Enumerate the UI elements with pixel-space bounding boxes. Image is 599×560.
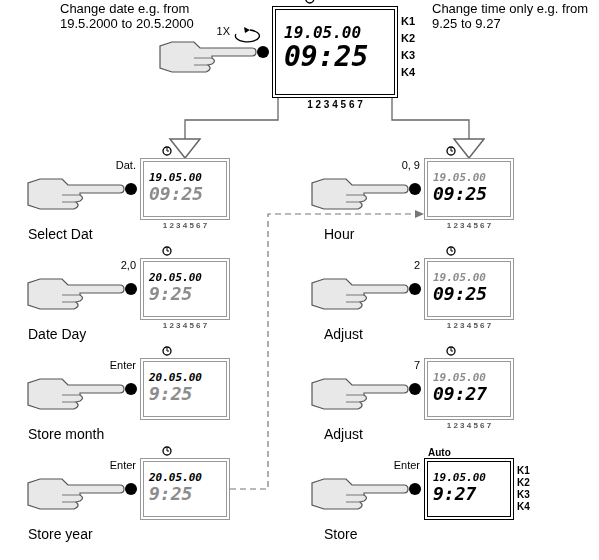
lcd-time: 09:25 xyxy=(149,184,221,204)
mode-label: Auto xyxy=(428,447,451,458)
lcd-time: 9:25 xyxy=(149,284,221,304)
button-label: Enter xyxy=(360,459,420,472)
clock-icon xyxy=(163,347,171,355)
step-caption: Adjust xyxy=(324,326,434,342)
pointing-hand xyxy=(312,479,421,509)
clock-icon xyxy=(447,347,455,355)
step-caption: Store xyxy=(324,526,434,542)
button-label: Enter xyxy=(76,459,136,472)
lcd-date: 20.05.00 xyxy=(149,372,221,384)
pointing-hand xyxy=(28,479,137,509)
lcd-display: 19.05.0009:251 2 3 4 5 6 7 xyxy=(424,158,514,220)
clock-hand xyxy=(451,248,453,251)
lcd-date: 19.05.00 xyxy=(433,172,505,184)
weekday-row: 1 2 3 4 5 6 7 xyxy=(436,422,502,430)
channel-label: K4 xyxy=(517,502,530,512)
lcd-display: 20.05.009:25 xyxy=(140,358,230,420)
rotate-arrowhead xyxy=(244,27,250,33)
push-button xyxy=(125,183,137,195)
lcd-time: 9:25 xyxy=(149,484,221,504)
channel-label: K2 xyxy=(517,478,530,488)
clock-hand xyxy=(167,148,169,151)
lcd-date: 19.05.00 xyxy=(433,472,505,484)
step-caption: Store month xyxy=(28,426,138,442)
example-note: Change date e.g. from 19.5.2000 to 20.5.… xyxy=(60,2,220,32)
pointing-hand xyxy=(28,179,137,209)
step-caption: Select Dat xyxy=(28,226,138,242)
pointing-hand xyxy=(312,279,421,309)
clock-icon xyxy=(447,247,455,255)
weekday-row: 1 2 3 4 5 6 7 xyxy=(152,322,218,330)
step-caption: Hour xyxy=(324,226,434,242)
button-label: 2,0 xyxy=(76,259,136,272)
lcd-display: 20.05.009:251 2 3 4 5 6 7 xyxy=(140,258,230,320)
clock-icon xyxy=(163,147,171,155)
pointing-hand xyxy=(312,179,421,209)
lcd-date: 19.05.00 xyxy=(149,172,221,184)
push-button xyxy=(409,183,421,195)
push-button xyxy=(409,283,421,295)
channel-label: K1 xyxy=(517,466,530,476)
clock-hand xyxy=(167,348,169,351)
branch-arrow xyxy=(392,98,469,158)
push-button xyxy=(125,483,137,495)
channel-label: K1 xyxy=(401,16,415,27)
lcd-time: 9:27 xyxy=(433,484,505,504)
continue-arrow xyxy=(230,214,424,489)
button-label: 0, 9 xyxy=(360,159,420,172)
weekday-row: 1 2 3 4 5 6 7 xyxy=(436,322,502,330)
rotate-symbol xyxy=(235,30,259,42)
lcd-display: Auto19.05.009:27K1K2K3K4 xyxy=(424,458,514,520)
lcd-display: 19.05.0009:25K1K2K3K41 2 3 4 5 6 7 xyxy=(272,6,398,98)
button-label: 1X xyxy=(200,25,230,38)
lcd-date: 19.05.00 xyxy=(284,24,386,42)
step-caption: Store year xyxy=(28,526,138,542)
clock-icon xyxy=(306,0,314,3)
lcd-display: 19.05.0009:251 2 3 4 5 6 7 xyxy=(424,258,514,320)
button-label: Dat. xyxy=(76,159,136,172)
weekday-row: 1 2 3 4 5 6 7 xyxy=(152,222,218,230)
clock-icon xyxy=(163,247,171,255)
pointing-hand xyxy=(312,379,421,409)
clock-hand xyxy=(451,348,453,351)
step-caption: Date Day xyxy=(28,326,138,342)
lcd-date: 20.05.00 xyxy=(149,472,221,484)
weekday-row: 1 2 3 4 5 6 7 xyxy=(284,100,386,110)
example-note: Change time only e.g. from 9.25 to 9.27 xyxy=(432,2,592,32)
lcd-date: 19.05.00 xyxy=(433,272,505,284)
lcd-display: 19.05.0009:271 2 3 4 5 6 7 xyxy=(424,358,514,420)
lcd-time: 09:25 xyxy=(433,284,505,304)
push-button xyxy=(409,383,421,395)
button-label: Enter xyxy=(76,359,136,372)
channel-label: K3 xyxy=(517,490,530,500)
push-button xyxy=(125,283,137,295)
lcd-time: 09:25 xyxy=(284,42,386,73)
channel-label: K4 xyxy=(401,67,415,78)
lcd-date: 20.05.00 xyxy=(149,272,221,284)
clock-icon xyxy=(447,147,455,155)
channel-label: K2 xyxy=(401,33,415,44)
push-button xyxy=(125,383,137,395)
clock-hand xyxy=(167,448,169,451)
lcd-time: 9:25 xyxy=(149,384,221,404)
lcd-time: 09:27 xyxy=(433,384,505,404)
lcd-date: 19.05.00 xyxy=(433,372,505,384)
button-label: 7 xyxy=(360,359,420,372)
lcd-display: 20.05.009:25 xyxy=(140,458,230,520)
weekday-row: 1 2 3 4 5 6 7 xyxy=(436,222,502,230)
pointing-hand xyxy=(28,279,137,309)
button-label: 2 xyxy=(360,259,420,272)
push-button xyxy=(409,483,421,495)
branch-arrow xyxy=(185,98,278,158)
pointing-hand xyxy=(28,379,137,409)
clock-icon xyxy=(163,447,171,455)
channel-label: K3 xyxy=(401,50,415,61)
lcd-time: 09:25 xyxy=(433,184,505,204)
clock-hand xyxy=(167,248,169,251)
step-caption: Adjust xyxy=(324,426,434,442)
push-button xyxy=(257,46,269,58)
clock-hand xyxy=(451,148,453,151)
lcd-display: 19.05.0009:251 2 3 4 5 6 7 xyxy=(140,158,230,220)
pointing-hand xyxy=(160,42,269,72)
